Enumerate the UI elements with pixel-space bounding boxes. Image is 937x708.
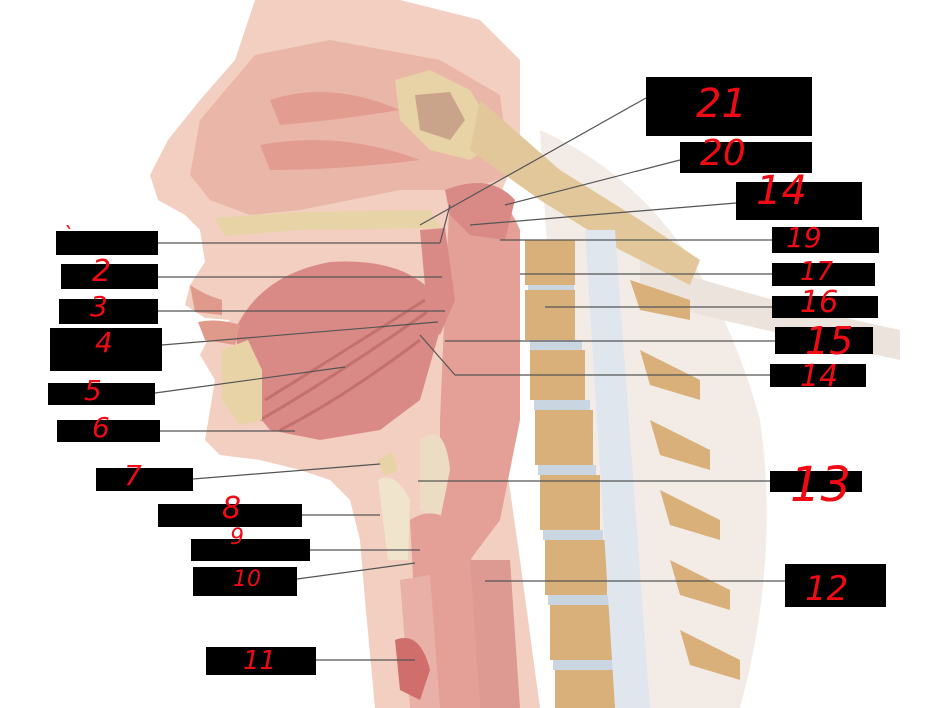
thyroid-cartilage — [378, 477, 410, 560]
mandible — [222, 340, 262, 425]
label-number-14: 14 — [800, 359, 839, 394]
leader-lines — [154, 97, 785, 661]
label-box-21 — [646, 77, 812, 136]
label-box-6 — [57, 420, 160, 442]
tongue-fibres — [259, 298, 431, 432]
label-number-17: 17 — [800, 257, 834, 287]
label-box-16 — [772, 296, 878, 318]
nasal-conchae — [260, 92, 420, 170]
label-number-20: 20 — [700, 133, 746, 174]
pharynx — [440, 188, 520, 561]
label-number-19: 19 — [786, 221, 822, 254]
label-number-2: 2 — [92, 254, 112, 289]
upper-lip — [190, 285, 222, 315]
label-box-4 — [50, 328, 162, 371]
leader-line-1b — [439, 204, 451, 244]
label-number-18: 14 — [756, 168, 807, 214]
nasopharynx — [445, 182, 515, 240]
label-number-13: 13 — [790, 457, 852, 513]
cervical-vertebrae — [525, 240, 621, 708]
label-number-15: 15 — [805, 319, 854, 363]
leader-line-7 — [192, 463, 381, 480]
sphenoid-sinus — [415, 92, 465, 140]
label-number-12: 12 — [805, 569, 849, 609]
label-box-7 — [96, 468, 193, 491]
leader-line-4 — [161, 321, 439, 346]
label-number-6: 6 — [92, 411, 110, 444]
label-box-8 — [158, 504, 302, 527]
label-number-21: 21 — [696, 81, 747, 127]
label-number-4: 4 — [95, 326, 113, 359]
leader-line-20 — [504, 159, 681, 206]
leader-line-10 — [296, 562, 416, 580]
label-number-16: 16 — [800, 285, 839, 320]
soft-palate — [420, 228, 455, 335]
spinous-processes — [630, 280, 740, 680]
label-number-11: 11 — [243, 646, 277, 676]
label-box-10 — [193, 567, 297, 596]
hard-palate — [215, 210, 440, 236]
hyoid-bone — [378, 452, 398, 476]
spinal-cord — [585, 230, 650, 708]
label-box-14 — [770, 364, 866, 387]
tongue — [235, 261, 440, 440]
label-number-8: 8 — [222, 491, 242, 526]
esophagus — [470, 560, 520, 708]
label-number-10: 10 — [233, 567, 261, 592]
label-box-1 — [56, 231, 158, 255]
label-box-2 — [61, 264, 158, 289]
thyroid-gland — [395, 638, 430, 700]
skull-base — [470, 100, 700, 285]
label-box-5 — [48, 383, 155, 405]
epiglottis — [420, 434, 450, 520]
label-number-7: 7 — [124, 459, 142, 492]
label-box-11 — [206, 647, 316, 675]
intervertebral-discs — [528, 285, 617, 670]
label-box-3 — [59, 299, 158, 324]
label-box-20 — [680, 142, 812, 173]
label-box-15 — [775, 327, 873, 354]
label-number-3: 3 — [90, 290, 108, 323]
leader-line-21 — [419, 97, 647, 226]
leader-line-18 — [469, 202, 737, 226]
label-number-5: 5 — [84, 374, 102, 407]
label-box-9 — [191, 539, 310, 561]
label-number-9: 9 — [230, 525, 244, 550]
label-box-12 — [785, 564, 886, 607]
label-box-17 — [772, 263, 875, 286]
leader-line-5 — [154, 366, 346, 394]
label-box-18 — [736, 182, 862, 220]
label-number-1: ` — [62, 224, 73, 249]
label-box-19 — [772, 227, 879, 253]
label-box-13 — [770, 471, 862, 492]
leader-line-14b — [419, 334, 456, 376]
